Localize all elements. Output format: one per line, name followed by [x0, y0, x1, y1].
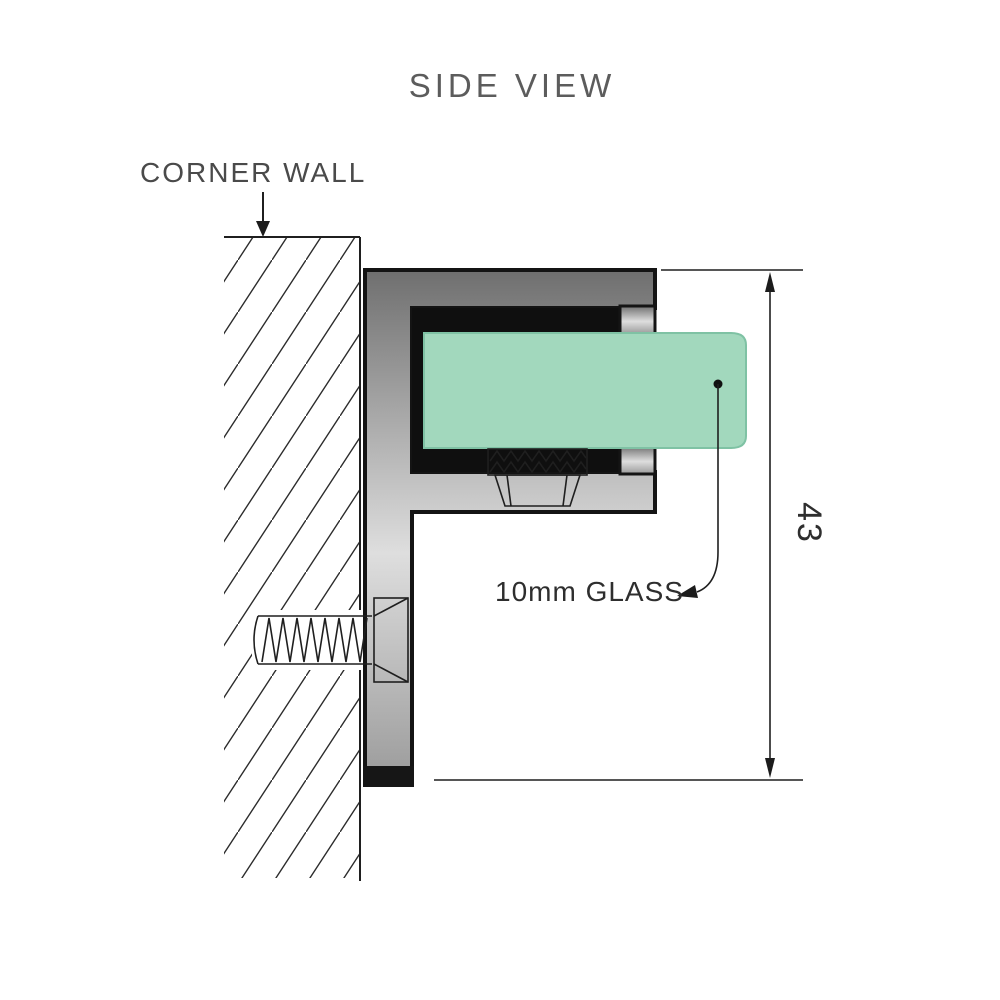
gasket-cup [493, 474, 582, 507]
glass-leader-arrow-icon [677, 585, 698, 598]
glass-panel [423, 332, 747, 449]
glass-callout: 10mm GLASS [495, 379, 723, 607]
screw-head-taper-bottom [373, 663, 409, 683]
dimension-43: 43 [434, 269, 828, 781]
glass-retainer-gasket [487, 448, 588, 507]
bracket-bottom-lip [618, 444, 657, 476]
glass-label: 10mm GLASS [495, 576, 684, 607]
gasket-serration-row2 [489, 460, 587, 474]
bracket-top-lip [618, 304, 657, 336]
bracket-bottom-cap [363, 766, 414, 787]
corner-wall-arrow-icon [256, 221, 270, 237]
wall-screw [253, 597, 409, 683]
dimension-arrow-up-icon [765, 272, 775, 292]
screw-head [373, 597, 409, 683]
gasket-cup-line-right [562, 474, 568, 507]
diagram-title: SIDE VIEW [409, 67, 616, 104]
glass-leader-line [696, 384, 719, 593]
gasket-serration-row1 [489, 449, 587, 463]
wall-hatch [224, 238, 360, 878]
dimension-arrow-down-icon [765, 758, 775, 778]
screw-head-taper-top [373, 597, 409, 617]
corner-wall-label: CORNER WALL [140, 157, 366, 188]
screw-thread-zigzag [261, 617, 368, 663]
dimension-label: 43 [790, 502, 828, 544]
screw-tip-cap [253, 615, 259, 665]
gasket-cup-line-left [506, 474, 512, 507]
